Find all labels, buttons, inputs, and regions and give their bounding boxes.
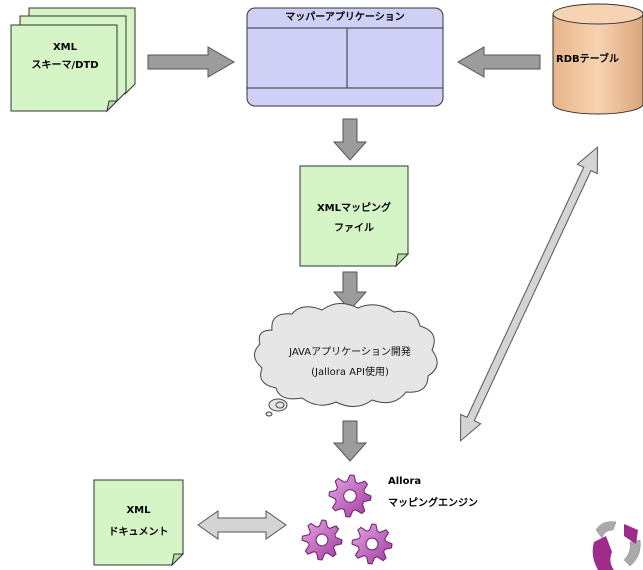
xml-output-document bbox=[93, 479, 185, 567]
xml-schema-label: XML スキーマ/DTD bbox=[30, 42, 100, 72]
mapping-file-line2: ファイル bbox=[334, 223, 374, 234]
xml-mapping-file-document bbox=[299, 165, 410, 268]
arrow-document-engine-bidirectional bbox=[197, 510, 287, 540]
java-app-label: JAVAアプリケーション開発 (Jallora API使用) bbox=[262, 347, 438, 379]
arrow-mapping-file-to-java-app bbox=[332, 271, 368, 311]
xml-schema-document-stack bbox=[10, 7, 136, 113]
java-app-line1: JAVAアプリケーション開発 bbox=[289, 347, 411, 358]
corner-logo bbox=[592, 521, 641, 570]
xml-document-label: XML ドキュメント bbox=[94, 505, 183, 539]
rdb-table-label: RDBテーブル bbox=[556, 54, 620, 65]
arrow-rdb-to-mapper bbox=[456, 46, 541, 78]
xml-schema-line2: スキーマ/DTD bbox=[31, 60, 99, 71]
xml-document-line1: XML bbox=[126, 505, 151, 516]
mapping-file-line1: XMLマッピング bbox=[316, 203, 392, 214]
gear-right-hub bbox=[365, 537, 379, 551]
arrow-mapper-to-mapping-file bbox=[332, 118, 368, 161]
java-app-line2: (Jallora API使用) bbox=[311, 367, 389, 378]
rdb-table-cylinder bbox=[552, 3, 643, 115]
gear-top-hub bbox=[343, 489, 357, 503]
gear-left-hub bbox=[315, 533, 329, 547]
java-application-cloud bbox=[254, 303, 438, 417]
mapping-file-label: XMLマッピング ファイル bbox=[300, 203, 408, 235]
mapper-application-title: マッパーアプリケーション bbox=[285, 12, 405, 23]
xml-schema-line1: XML bbox=[52, 42, 78, 53]
arrow-java-app-to-engine bbox=[332, 420, 368, 462]
allora-engine-gears bbox=[301, 474, 393, 565]
allora-engine-label: Allora マッピングエンジン bbox=[388, 476, 518, 510]
allora-engine-line1: Allora bbox=[388, 476, 422, 487]
arrow-engine-rdb-bidirectional bbox=[460, 146, 598, 442]
allora-engine-line2: マッピングエンジン bbox=[388, 498, 478, 509]
xml-document-line2: ドキュメント bbox=[108, 527, 169, 538]
arrow-schema-to-mapper bbox=[147, 46, 236, 78]
mapper-application-window bbox=[246, 7, 444, 107]
